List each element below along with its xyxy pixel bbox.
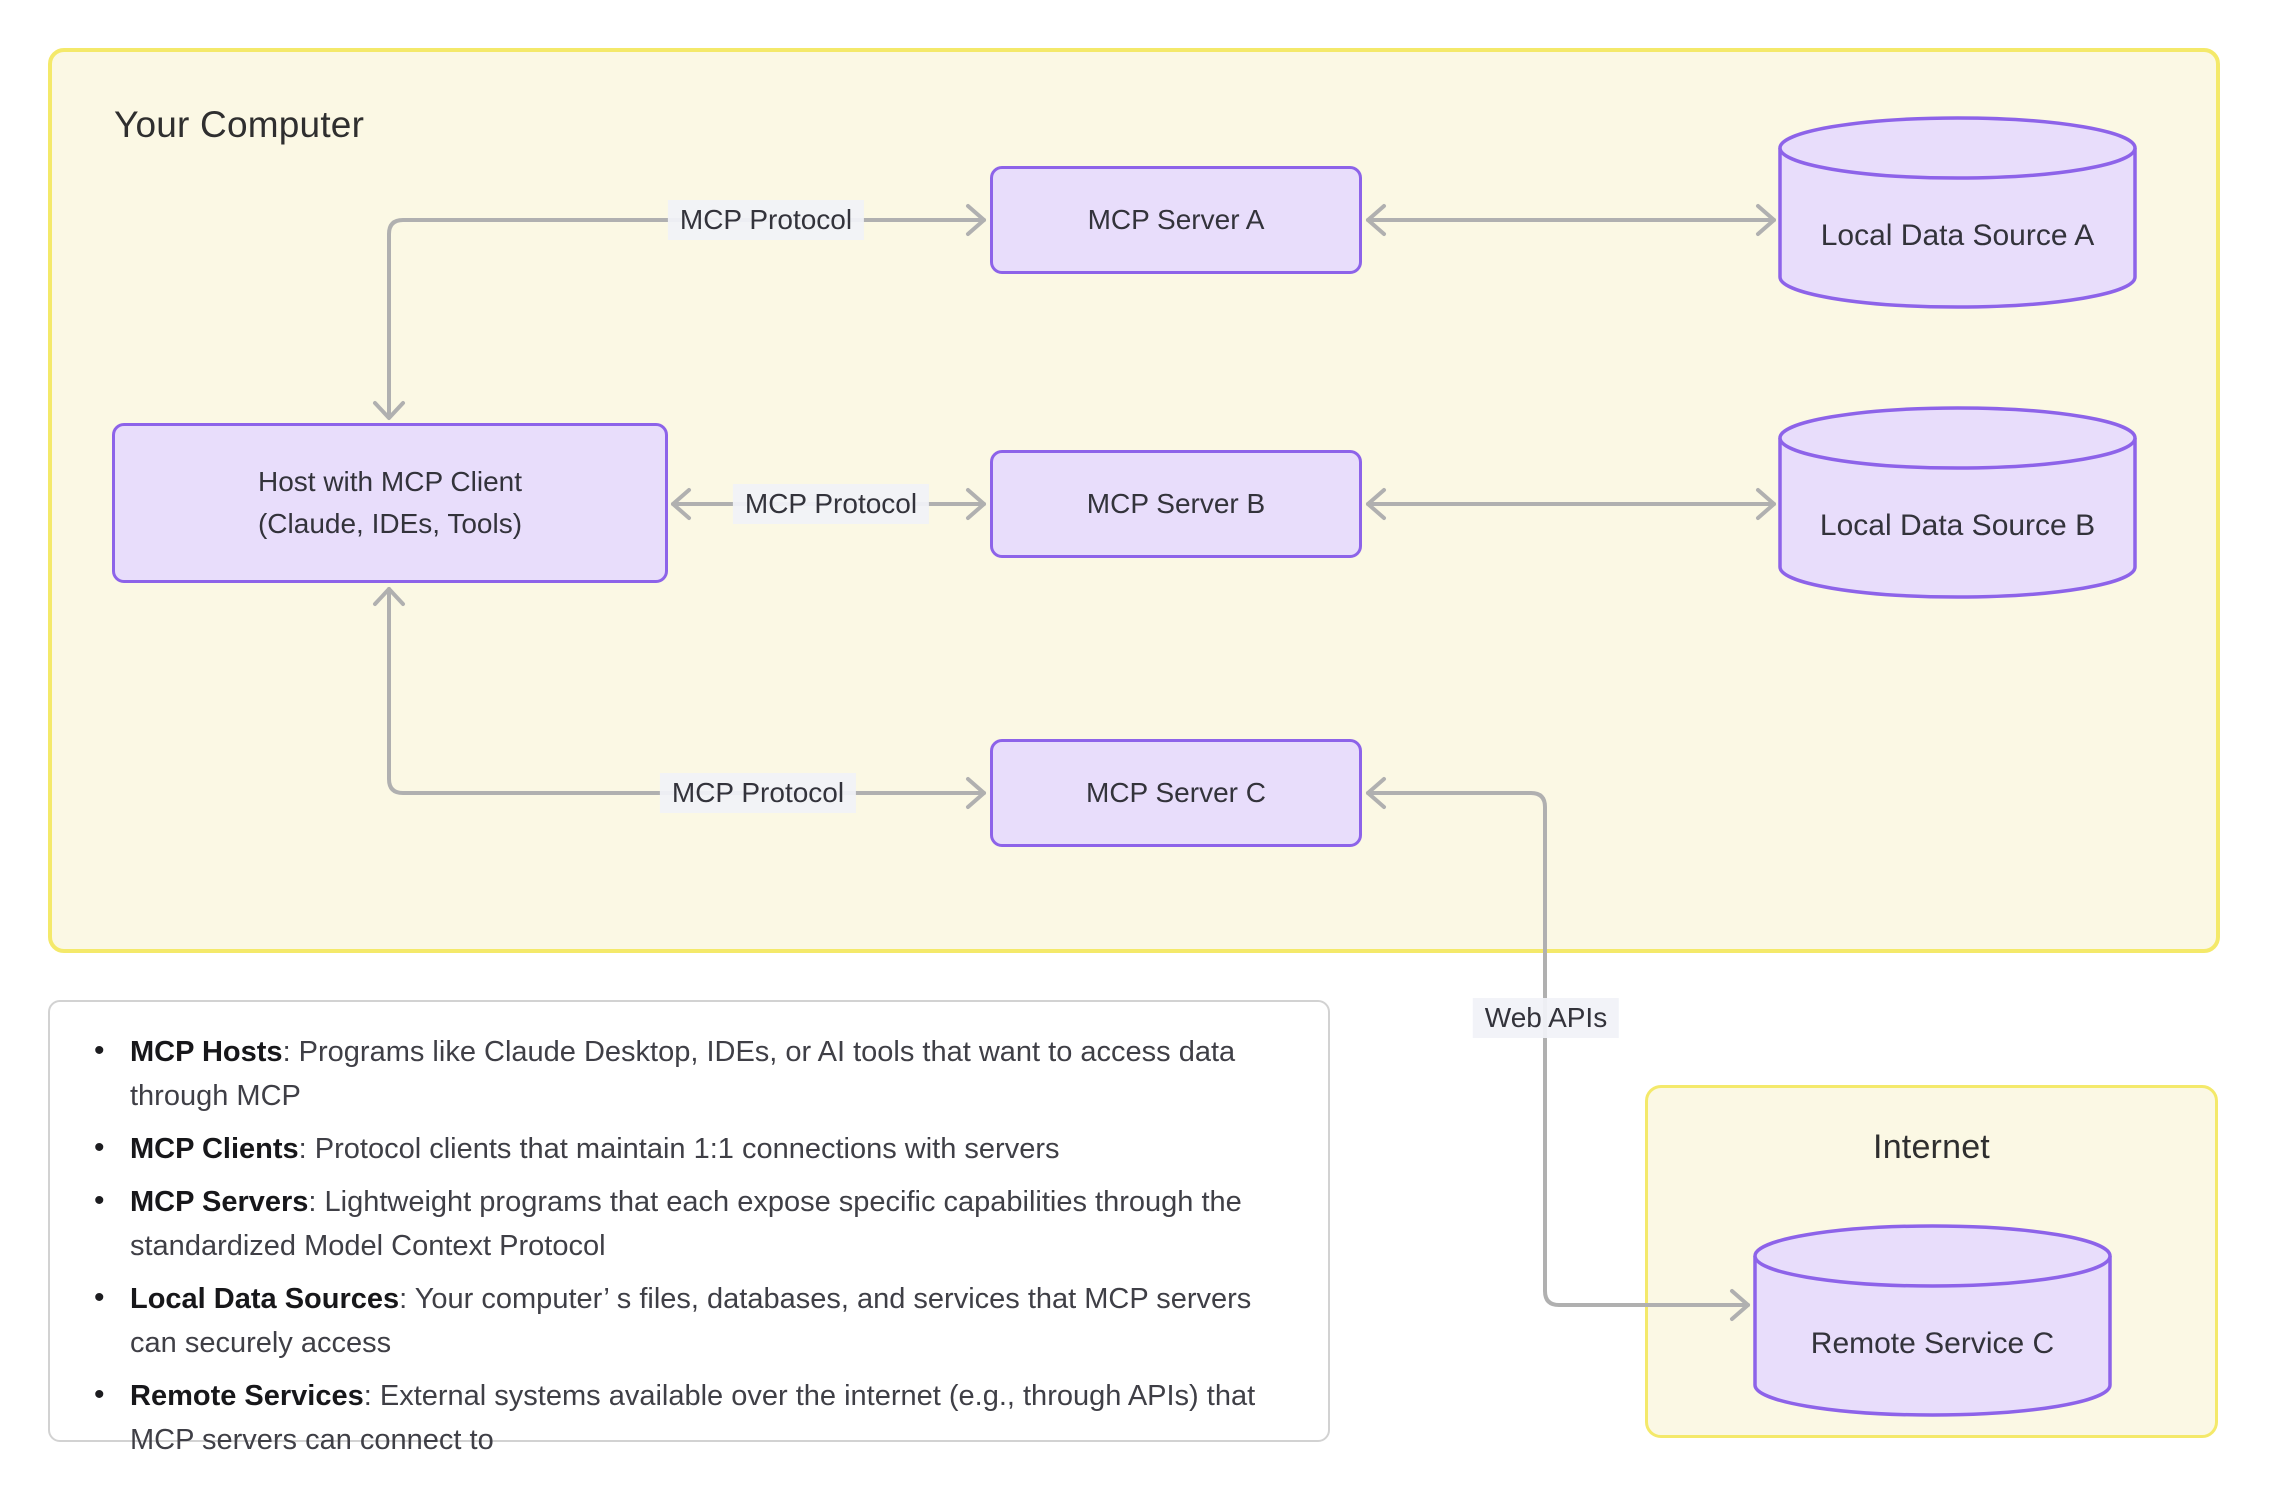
mcp-server-c-label: MCP Server C (1086, 777, 1266, 808)
mcp-protocol-label-c: MCP Protocol (659, 773, 857, 813)
arrowhead-into-server-c-right (1366, 777, 1386, 809)
edge-host-server-a (373, 204, 986, 420)
legend-term: Remote Services (130, 1380, 364, 1412)
arrowhead-into-data-source-b (1756, 488, 1776, 520)
your-computer-title: Your Computer (114, 104, 365, 145)
arrowhead-into-host-bottom (373, 587, 405, 606)
legend-desc: : Protocol clients that maintain 1:1 con… (298, 1133, 1060, 1165)
internet-title: Internet (1873, 1128, 1990, 1166)
legend-desc: : External systems available over the in… (130, 1380, 1256, 1456)
arrowhead-into-host-right (671, 488, 691, 520)
local-data-source-a-cylinder (1778, 116, 2137, 309)
arrowhead-into-host-top (373, 401, 405, 420)
remote-service-c-label: Remote Service C (1810, 1327, 2055, 1360)
remote-service-c-cylinder (1753, 1224, 2112, 1417)
local-data-source-a-label: Local Data Source A (1820, 219, 2095, 252)
local-data-source-b-label: Local Data Source B (1819, 509, 2096, 542)
arrowhead-into-server-a-right (1366, 204, 1386, 236)
legend-item-mcp-servers: MCP Servers: Lightweight programs that e… (88, 1179, 1260, 1268)
arrowhead-into-server-c (966, 777, 986, 809)
mcp-protocol-label-a: MCP Protocol (667, 200, 865, 240)
edge-server-c-remote-service (1366, 777, 1750, 1321)
edge-server-a-data-source-a (1366, 204, 1776, 236)
arrowhead-into-server-b (966, 488, 986, 520)
legend-desc: : Your computer’ s files, databases, and… (130, 1283, 1252, 1359)
host-label-line2: (Claude, IDEs, Tools) (257, 508, 523, 539)
mcp-protocol-label-b: MCP Protocol (732, 484, 930, 524)
edge-server-b-data-source-b (1366, 488, 1776, 520)
legend-term: Local Data Sources (130, 1283, 400, 1315)
web-apis-label: Web APIs (1472, 998, 1620, 1038)
arrowhead-into-server-b-right (1366, 488, 1386, 520)
legend-list: MCP Hosts: Programs like Claude Desktop,… (88, 1029, 1288, 1462)
legend-term: MCP Servers (130, 1186, 309, 1218)
mcp-server-a-label: MCP Server A (1087, 204, 1265, 235)
legend-term: MCP Hosts (130, 1036, 283, 1068)
arrowhead-into-remote-service (1730, 1289, 1750, 1321)
host-node: Host with MCP Client (Claude, IDEs, Tool… (112, 423, 668, 583)
edge-host-server-c (373, 587, 986, 809)
legend-item-remote-services: Remote Services: External systems availa… (88, 1373, 1260, 1462)
mcp-server-c-node: MCP Server C (990, 739, 1362, 847)
arrowhead-into-server-a (966, 204, 986, 236)
host-label-line1: Host with MCP Client (257, 466, 522, 497)
mcp-server-a-node: MCP Server A (990, 166, 1362, 274)
legend-item-mcp-hosts: MCP Hosts: Programs like Claude Desktop,… (88, 1029, 1260, 1118)
legend-item-mcp-clients: MCP Clients: Protocol clients that maint… (88, 1126, 1260, 1171)
legend-desc: : Programs like Claude Desktop, IDEs, or… (130, 1036, 1236, 1112)
legend-term: MCP Clients (130, 1133, 299, 1165)
local-data-source-b-cylinder (1778, 406, 2137, 599)
legend-panel: MCP Hosts: Programs like Claude Desktop,… (48, 1000, 1330, 1456)
arrowhead-into-data-source-a (1756, 204, 1776, 236)
legend-item-local-data-sources: Local Data Sources: Your computer’ s fil… (88, 1276, 1260, 1365)
mcp-server-b-label: MCP Server B (1086, 488, 1266, 519)
mcp-server-b-node: MCP Server B (990, 450, 1362, 558)
legend-desc: : Lightweight programs that each expose … (130, 1186, 1242, 1262)
